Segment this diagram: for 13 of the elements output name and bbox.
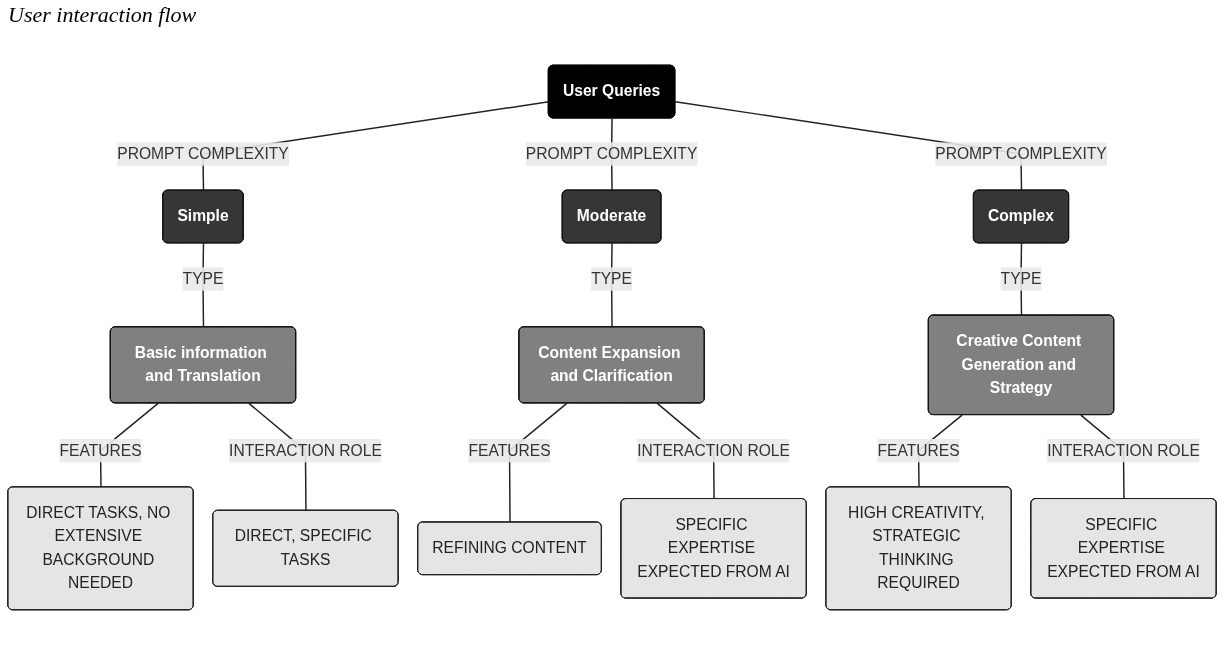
edge-label: TYPE bbox=[1000, 270, 1042, 287]
edge-label: FEATURES bbox=[468, 441, 551, 459]
edge-label: PROMPT COMPLEXITY bbox=[935, 145, 1107, 162]
edge-label: INTERACTION ROLE bbox=[637, 441, 790, 459]
diagram-title: User interaction flow bbox=[8, 2, 198, 28]
edge-label: TYPE bbox=[182, 270, 224, 287]
edge-label: PROMPT COMPLEXITY bbox=[117, 145, 289, 162]
edge-label: TYPE bbox=[591, 270, 632, 287]
edge-label: FEATURES bbox=[59, 441, 142, 459]
edge-label: PROMPT COMPLEXITY bbox=[525, 145, 698, 162]
edge-label: FEATURES bbox=[877, 441, 960, 459]
edge-label: INTERACTION ROLE bbox=[1047, 441, 1200, 459]
edge-label: INTERACTION ROLE bbox=[229, 441, 382, 459]
